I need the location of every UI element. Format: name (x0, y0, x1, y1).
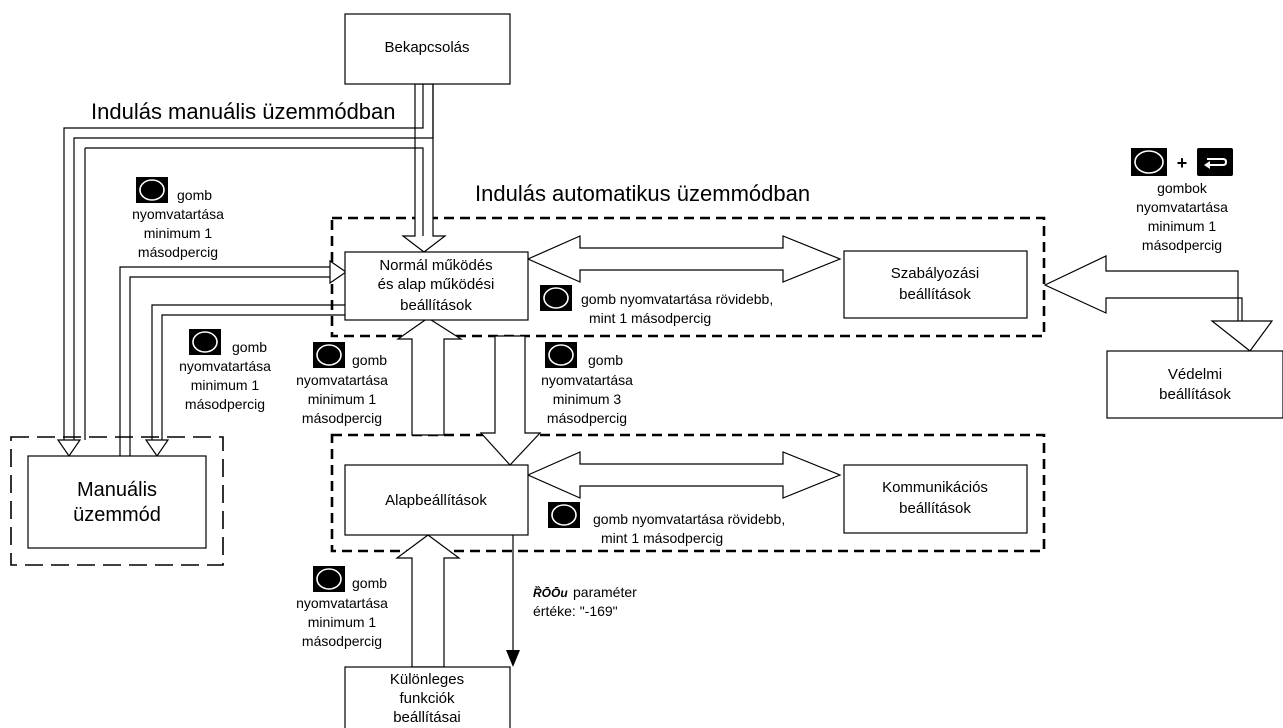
arrowhead-alap-to-kulonleges (506, 650, 520, 667)
box-vedelmi-line-1: Védelmi (1168, 366, 1222, 383)
box-alap[interactable]: Alapbeállítások (344, 464, 529, 536)
arrow-poweron-to-normal (401, 83, 447, 253)
round-button-icon (313, 342, 345, 368)
note-param-line-1: paraméter (573, 584, 637, 600)
heading-auto-start: Indulás automatikus üzemmódban (475, 181, 810, 206)
line-normal-down-left (85, 147, 424, 236)
arrow-normal-to-alap (479, 335, 542, 466)
note-center-right: gomb nyomvatartása minimum 3 másodpercig (541, 352, 633, 426)
arrow-kulonleges-to-alap (395, 534, 461, 668)
round-button-icon (189, 329, 221, 355)
arrow-normal-szabalyozasi (526, 235, 842, 283)
box-bekapcsolas[interactable]: Bekapcsolás (344, 13, 511, 85)
param-code: ȐŌŌu (533, 585, 568, 600)
note-center-right-line-1: gomb (588, 352, 623, 368)
box-kommunikacios-line-1: Kommunikációs (882, 479, 988, 496)
box-vedelmi[interactable]: Védelmi beállítások (1106, 350, 1283, 419)
line-manual-to-normal (119, 266, 330, 456)
note-right-combo: gombok nyomvatartása minimum 1 másodperc… (1136, 180, 1228, 253)
note-right-combo-line-4: másodpercig (1142, 237, 1222, 253)
round-button-icon (545, 342, 577, 368)
note-top-left-line-2: nyomvatartása (132, 206, 224, 222)
box-bekapcsolas-label: Bekapcsolás (384, 39, 469, 56)
box-alap-label: Alapbeállítások (385, 492, 487, 509)
box-kulonleges-line-1: Különleges (390, 671, 464, 688)
box-normal[interactable]: Normál működés és alap működési beállítá… (344, 251, 529, 321)
return-key-icon (1197, 148, 1233, 176)
note-right-combo-line-1: gombok (1157, 180, 1208, 196)
line-manual-start (63, 84, 424, 440)
note-center-left-line-2: nyomvatartása (296, 372, 388, 388)
note-short-bottom-line-2: mint 1 másodpercig (601, 530, 723, 546)
box-szabalyozasi-line-1: Szabályozási (891, 265, 979, 282)
note-left-mid-line-2: nyomvatartása (179, 358, 271, 374)
note-right-combo-line-2: nyomvatartása (1136, 199, 1228, 215)
note-right-combo-line-3: minimum 1 (1148, 218, 1217, 234)
note-left-mid-line-4: másodpercig (185, 396, 265, 412)
box-manualis-line-2: üzemmód (73, 504, 161, 526)
note-center-left: gomb nyomvatartása minimum 1 másodpercig (296, 352, 388, 426)
box-manualis-line-1: Manuális (77, 479, 157, 501)
arrow-vedelmi-to-szabalyozasi (1043, 255, 1274, 352)
note-short-bottom: gomb nyomvatartása rövidebb, mint 1 máso… (593, 511, 785, 546)
box-kulonleges-line-3: beállításai (393, 709, 461, 726)
note-center-right-line-3: minimum 3 (553, 391, 622, 407)
line-normal-to-manual-2 (161, 314, 345, 440)
note-center-left-line-4: másodpercig (302, 410, 382, 426)
note-bottom-left-line-4: másodpercig (302, 633, 382, 649)
note-bottom-left-line-3: minimum 1 (308, 614, 377, 630)
box-kulonleges[interactable]: Különleges funkciók beállításai (344, 666, 511, 728)
line-normal-to-manual (151, 304, 345, 440)
box-vedelmi-line-2: beállítások (1159, 386, 1231, 403)
round-button-icon (548, 502, 580, 528)
arrowhead-normal-to-manual (144, 439, 170, 458)
note-left-mid: gomb nyomvatartása minimum 1 másodpercig (179, 339, 271, 412)
note-top-left-line-3: minimum 1 (144, 225, 213, 241)
heading-manual-start: Indulás manuális üzemmódban (91, 99, 396, 124)
box-normal-line-3: beállítások (400, 297, 472, 314)
box-kommunikacios-line-2: beállítások (899, 500, 971, 517)
box-kommunikacios[interactable]: Kommunikációs beállítások (843, 464, 1028, 534)
note-bottom-left-line-2: nyomvatartása (296, 595, 388, 611)
arrow-alap-kommunikacios (526, 451, 842, 499)
box-normal-line-2: és alap működési (378, 276, 495, 293)
note-top-left-line-1: gomb (177, 187, 212, 203)
round-button-icon (540, 285, 572, 311)
note-bottom-left-line-1: gomb (352, 575, 387, 591)
round-button-icon (1131, 148, 1167, 176)
arrow-alap-to-normal (396, 317, 464, 436)
box-kulonleges-line-2: funkciók (399, 690, 455, 707)
line-manual-to-normal-2 (129, 276, 330, 456)
round-button-icon (313, 566, 345, 592)
note-center-right-line-4: másodpercig (547, 410, 627, 426)
note-short-top: gomb nyomvatartása rövidebb, mint 1 máso… (581, 291, 773, 326)
box-szabalyozasi-line-2: beállítások (899, 286, 971, 303)
box-szabalyozasi[interactable]: Szabályozási beállítások (843, 250, 1028, 319)
note-top-left-line-4: másodpercig (138, 244, 218, 260)
note-left-mid-line-3: minimum 1 (191, 377, 260, 393)
note-short-top-line-1: gomb nyomvatartása rövidebb, (581, 291, 773, 307)
note-center-right-line-2: nyomvatartása (541, 372, 633, 388)
arrowhead-manual-start (56, 439, 82, 458)
note-left-mid-line-1: gomb (232, 339, 267, 355)
note-bottom-left: gomb nyomvatartása minimum 1 másodpercig (296, 575, 388, 649)
box-manualis[interactable]: Manuális üzemmód (27, 455, 207, 549)
arrowhead-manual-to-normal (329, 259, 348, 285)
basic-settings-group-frame (330, 433, 1046, 553)
box-normal-line-1: Normál működés (379, 257, 492, 274)
plus-sign: + (1177, 153, 1188, 173)
manual-mode-group-frame (10, 436, 224, 566)
round-button-icon (136, 177, 168, 203)
note-top-left: gomb nyomvatartása minimum 1 másodpercig (132, 187, 224, 260)
note-center-left-line-3: minimum 1 (308, 391, 377, 407)
note-short-top-line-2: mint 1 másodpercig (589, 310, 711, 326)
note-center-left-line-1: gomb (352, 352, 387, 368)
note-param: ȐŌŌu paraméter értéke: "-169" (533, 584, 637, 619)
line-manual-start-inner (73, 84, 434, 440)
note-short-bottom-line-1: gomb nyomvatartása rövidebb, (593, 511, 785, 527)
note-param-line-2: értéke: "-169" (533, 603, 618, 619)
